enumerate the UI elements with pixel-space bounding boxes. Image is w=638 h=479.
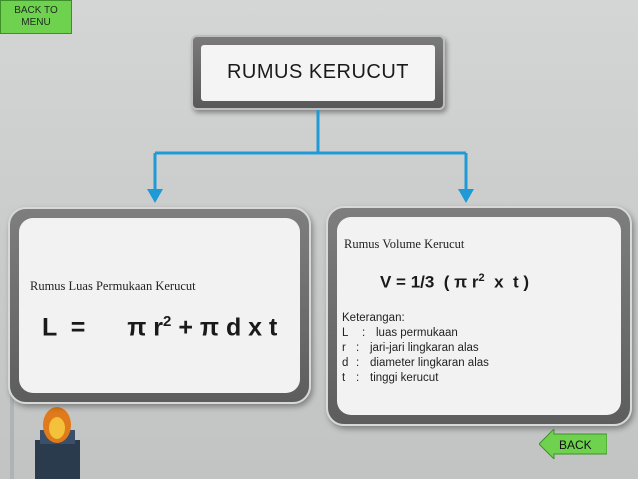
note-separator: : xyxy=(356,372,360,384)
volume-card: Rumus Volume Kerucut V = 1/3 ( π r2 x t … xyxy=(326,206,632,426)
note-separator: : xyxy=(356,342,360,354)
back-to-menu-label: BACK TO MENU xyxy=(14,5,58,28)
title-box: RUMUS KERUCUT xyxy=(191,35,445,110)
volume-formula: V = 1/3 ( π r2 x t ) xyxy=(380,272,529,293)
volume-formula-part1: V = 1/3 ( π r xyxy=(380,272,479,292)
page-title: RUMUS KERUCUT xyxy=(201,44,435,101)
note-symbol: t xyxy=(342,372,346,384)
note-row: d : diameter lingkaran alas xyxy=(342,356,489,371)
formula-rhs-part1: π r xyxy=(127,313,164,342)
surface-area-card-inner xyxy=(19,218,300,393)
volume-card-inner xyxy=(337,217,621,415)
surface-area-heading: Rumus Luas Permukaan Kerucut xyxy=(30,279,196,293)
back-button[interactable]: BACK xyxy=(538,427,608,461)
volume-formula-exponent: 2 xyxy=(478,272,485,284)
volume-formula-part2: x t ) xyxy=(484,272,530,292)
arrow-down-right-icon xyxy=(458,189,474,203)
note-symbol: L xyxy=(342,327,349,339)
note-row: L : luas permukaan xyxy=(342,326,489,341)
notes-block: Keterangan: L : luas permukaan r : jari-… xyxy=(342,311,489,386)
background-flame-art xyxy=(10,370,80,479)
note-row: r : jari-jari lingkaran alas xyxy=(342,341,489,356)
note-separator: : xyxy=(356,357,360,369)
back-button-label: BACK xyxy=(559,438,592,452)
note-symbol: d xyxy=(342,357,349,369)
formula-lhs: L = xyxy=(42,313,86,342)
note-text: jari-jari lingkaran alas xyxy=(370,342,479,354)
volume-heading: Rumus Volume Kerucut xyxy=(344,237,465,251)
note-separator: : xyxy=(362,327,366,339)
arrow-down-left-icon xyxy=(147,189,163,203)
note-symbol: r xyxy=(342,342,346,354)
surface-area-card: Rumus Luas Permukaan Kerucut L = π r2 + … xyxy=(8,207,311,404)
formula-rhs-exponent: 2 xyxy=(163,313,172,330)
note-row: t : tinggi kerucut xyxy=(342,371,489,386)
connector-lines xyxy=(153,110,468,190)
note-text: tinggi kerucut xyxy=(370,372,439,384)
back-to-menu-button[interactable]: BACK TO MENU xyxy=(0,0,72,34)
notes-title: Keterangan: xyxy=(342,312,405,324)
note-text: luas permukaan xyxy=(376,327,458,339)
surface-area-formula: L = π r2 + π d x t xyxy=(42,313,277,342)
formula-rhs-part2: + π d x t xyxy=(171,313,278,342)
note-text: diameter lingkaran alas xyxy=(370,357,489,369)
